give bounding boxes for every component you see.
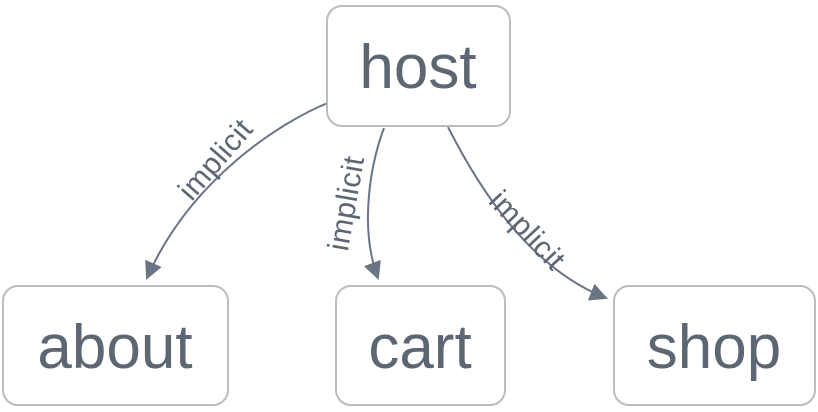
node-shop: shop	[613, 285, 816, 406]
node-cart: cart	[335, 285, 506, 406]
node-about-box	[2, 285, 229, 406]
edge-line-host-about	[145, 101, 331, 280]
edge-line-host-shop	[447, 126, 608, 301]
node-host: host	[326, 5, 511, 127]
node-cart-box	[335, 285, 506, 406]
edge-label-host-cart: implicit	[322, 153, 371, 253]
node-shop-label: shop	[647, 313, 781, 382]
edge-host-shop: implicit	[447, 126, 608, 301]
edge-host-cart: implicit	[322, 127, 385, 280]
node-host-label: host	[359, 33, 476, 102]
node-about-label: about	[37, 313, 192, 382]
node-host-box	[326, 5, 511, 127]
edge-label-host-shop: implicit	[482, 184, 571, 277]
node-about: about	[2, 285, 229, 406]
node-cart-label: cart	[368, 313, 471, 382]
edge-host-about: implicit	[145, 101, 331, 280]
edge-label-host-about: implicit	[172, 113, 260, 207]
edge-line-host-cart	[363, 127, 385, 280]
node-shop-box	[613, 285, 816, 406]
